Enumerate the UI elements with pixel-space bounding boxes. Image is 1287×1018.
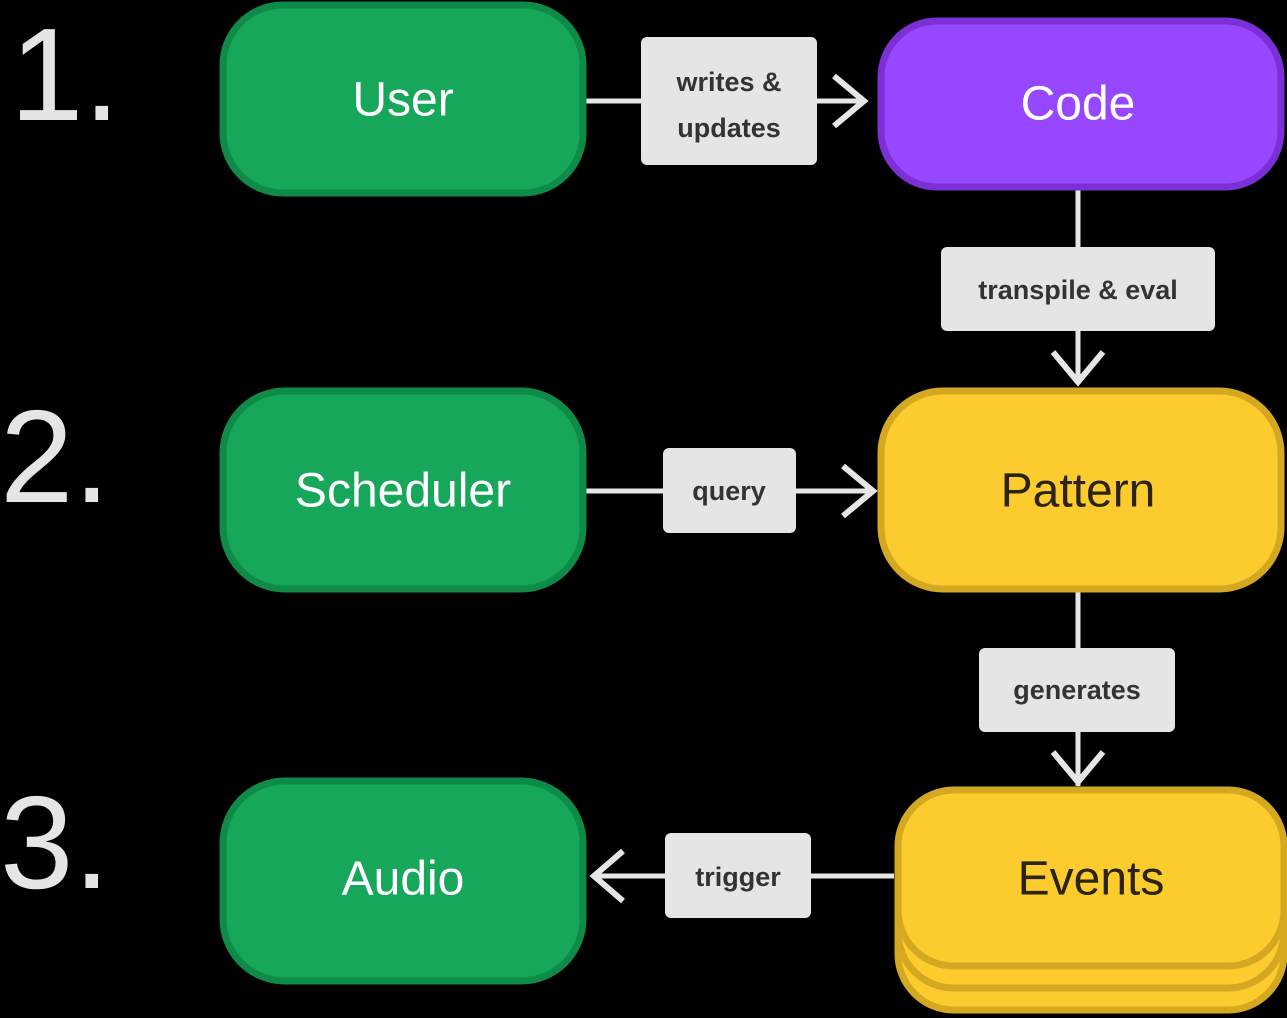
node-user-label: User — [352, 74, 453, 127]
edge-label-box-query — [663, 448, 796, 533]
step-number-1: 1. — [10, 1, 120, 148]
edge-label-writes-updates: writes & updates — [641, 37, 817, 165]
node-pattern[interactable]: Pattern — [877, 387, 1285, 593]
node-events[interactable]: Events — [894, 786, 1287, 1014]
node-events-shape[interactable] — [894, 786, 1287, 970]
edge-label-text-transpile-eval: transpile & eval — [978, 275, 1178, 305]
node-events-label: Events — [1018, 853, 1165, 906]
arrowhead-events-to-audio — [589, 848, 625, 904]
node-audio-label: Audio — [342, 853, 465, 906]
edge-label-text-writes-updates-line1: writes & — [675, 67, 781, 97]
edge-label-transpile-eval: transpile & eval — [941, 247, 1215, 331]
edge-label-box-transpile-eval — [941, 247, 1215, 331]
node-pattern-label: Pattern — [1001, 465, 1156, 518]
arrowhead-user-to-code — [832, 73, 869, 129]
edge-label-text-generates: generates — [1013, 675, 1141, 705]
arrowhead-pattern-to-events — [1050, 750, 1106, 787]
edge-label-trigger: trigger — [665, 833, 811, 918]
node-scheduler-shape[interactable] — [219, 387, 587, 593]
node-user[interactable]: User — [219, 1, 587, 197]
node-scheduler[interactable]: Scheduler — [219, 387, 587, 593]
node-audio-shape[interactable] — [219, 777, 587, 985]
node-code-shape[interactable] — [877, 17, 1285, 191]
edge-label-box-generates — [979, 648, 1175, 732]
step-number-2: 2. — [0, 383, 110, 530]
edge-label-text-writes-updates-line2: updates — [677, 113, 781, 143]
step-number-group: 1. 2. 3. — [0, 1, 120, 916]
node-audio[interactable]: Audio — [219, 777, 587, 985]
node-scheduler-label: Scheduler — [295, 465, 511, 518]
arrowhead-code-to-pattern — [1050, 350, 1106, 387]
step-number-3: 3. — [0, 769, 110, 916]
node-user-shape[interactable] — [219, 1, 587, 197]
edge-label-box-writes-updates — [641, 37, 817, 165]
node-pattern-shape[interactable] — [877, 387, 1285, 593]
edge-label-text-query: query — [692, 476, 766, 506]
node-code-label: Code — [1021, 78, 1136, 131]
arrowhead-scheduler-to-pattern — [841, 463, 878, 519]
edge-label-generates: generates — [979, 648, 1175, 732]
edge-label-text-trigger: trigger — [695, 862, 781, 892]
edge-label-query: query — [663, 448, 796, 533]
node-code[interactable]: Code — [877, 17, 1285, 191]
edge-label-box-trigger — [665, 833, 811, 918]
